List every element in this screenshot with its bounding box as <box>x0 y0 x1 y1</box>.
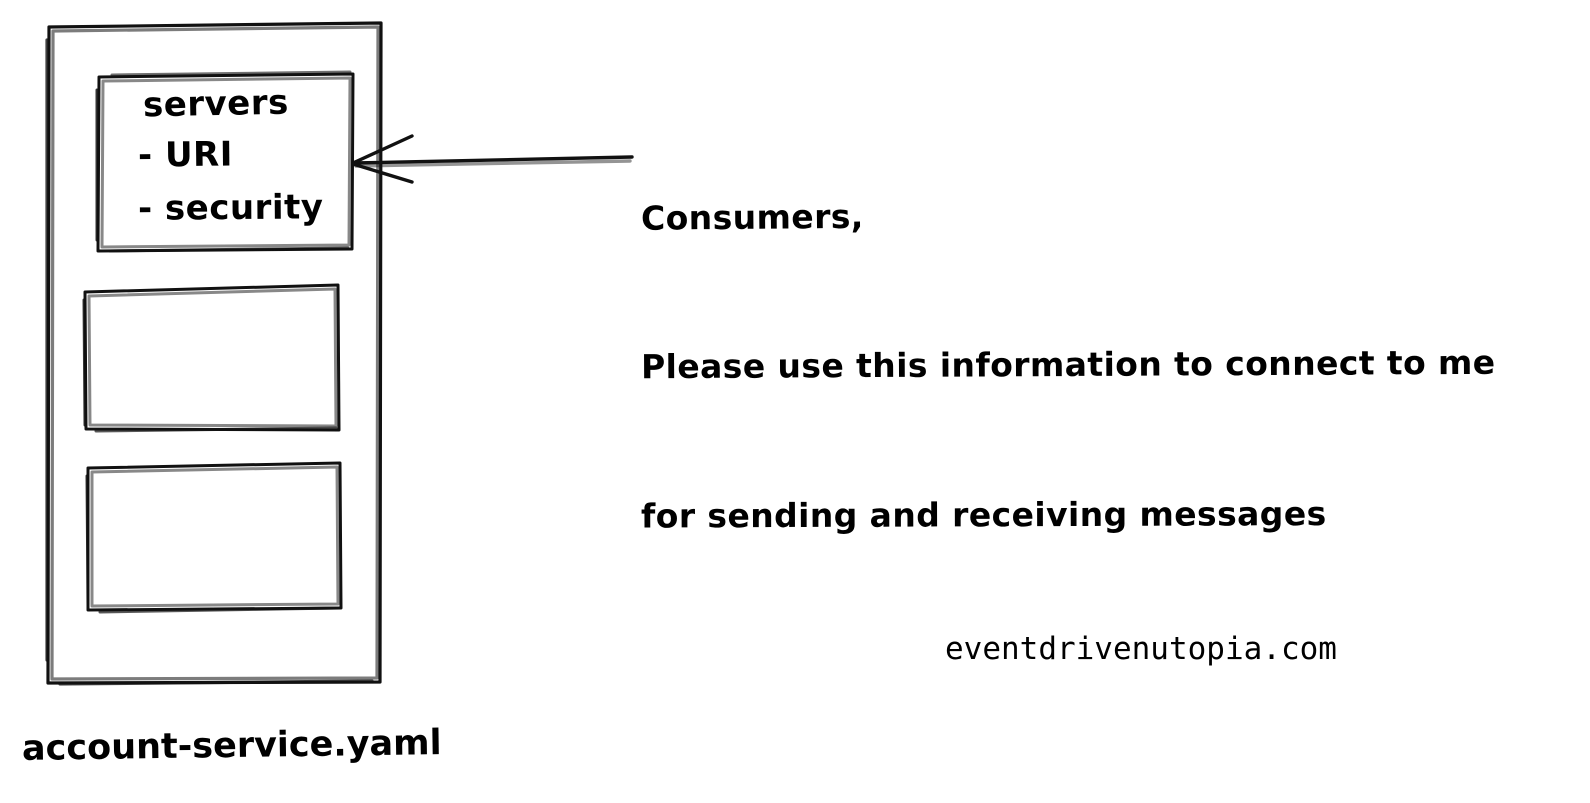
servers-section-heading: servers <box>142 82 290 126</box>
service-document-frame <box>45 21 383 686</box>
empty-section-3-box <box>85 461 343 614</box>
empty-section-2-box <box>82 283 341 433</box>
servers-section-box <box>95 70 355 253</box>
consumers-note: Consumers, Please use this information t… <box>641 90 1496 590</box>
annotation-leader-arrow <box>351 134 634 184</box>
servers-item-security: - security <box>137 187 324 229</box>
servers-item-uri: - URI <box>137 134 234 176</box>
site-watermark: eventdrivenutopia.com <box>945 631 1337 667</box>
consumers-note-line-2: Please use this information to connect t… <box>640 342 1496 387</box>
consumers-note-line-1: Consumers, <box>640 196 864 238</box>
consumers-note-line-3: for sending and receiving messages <box>640 494 1327 536</box>
file-name-label: account-service.yaml <box>21 723 442 769</box>
